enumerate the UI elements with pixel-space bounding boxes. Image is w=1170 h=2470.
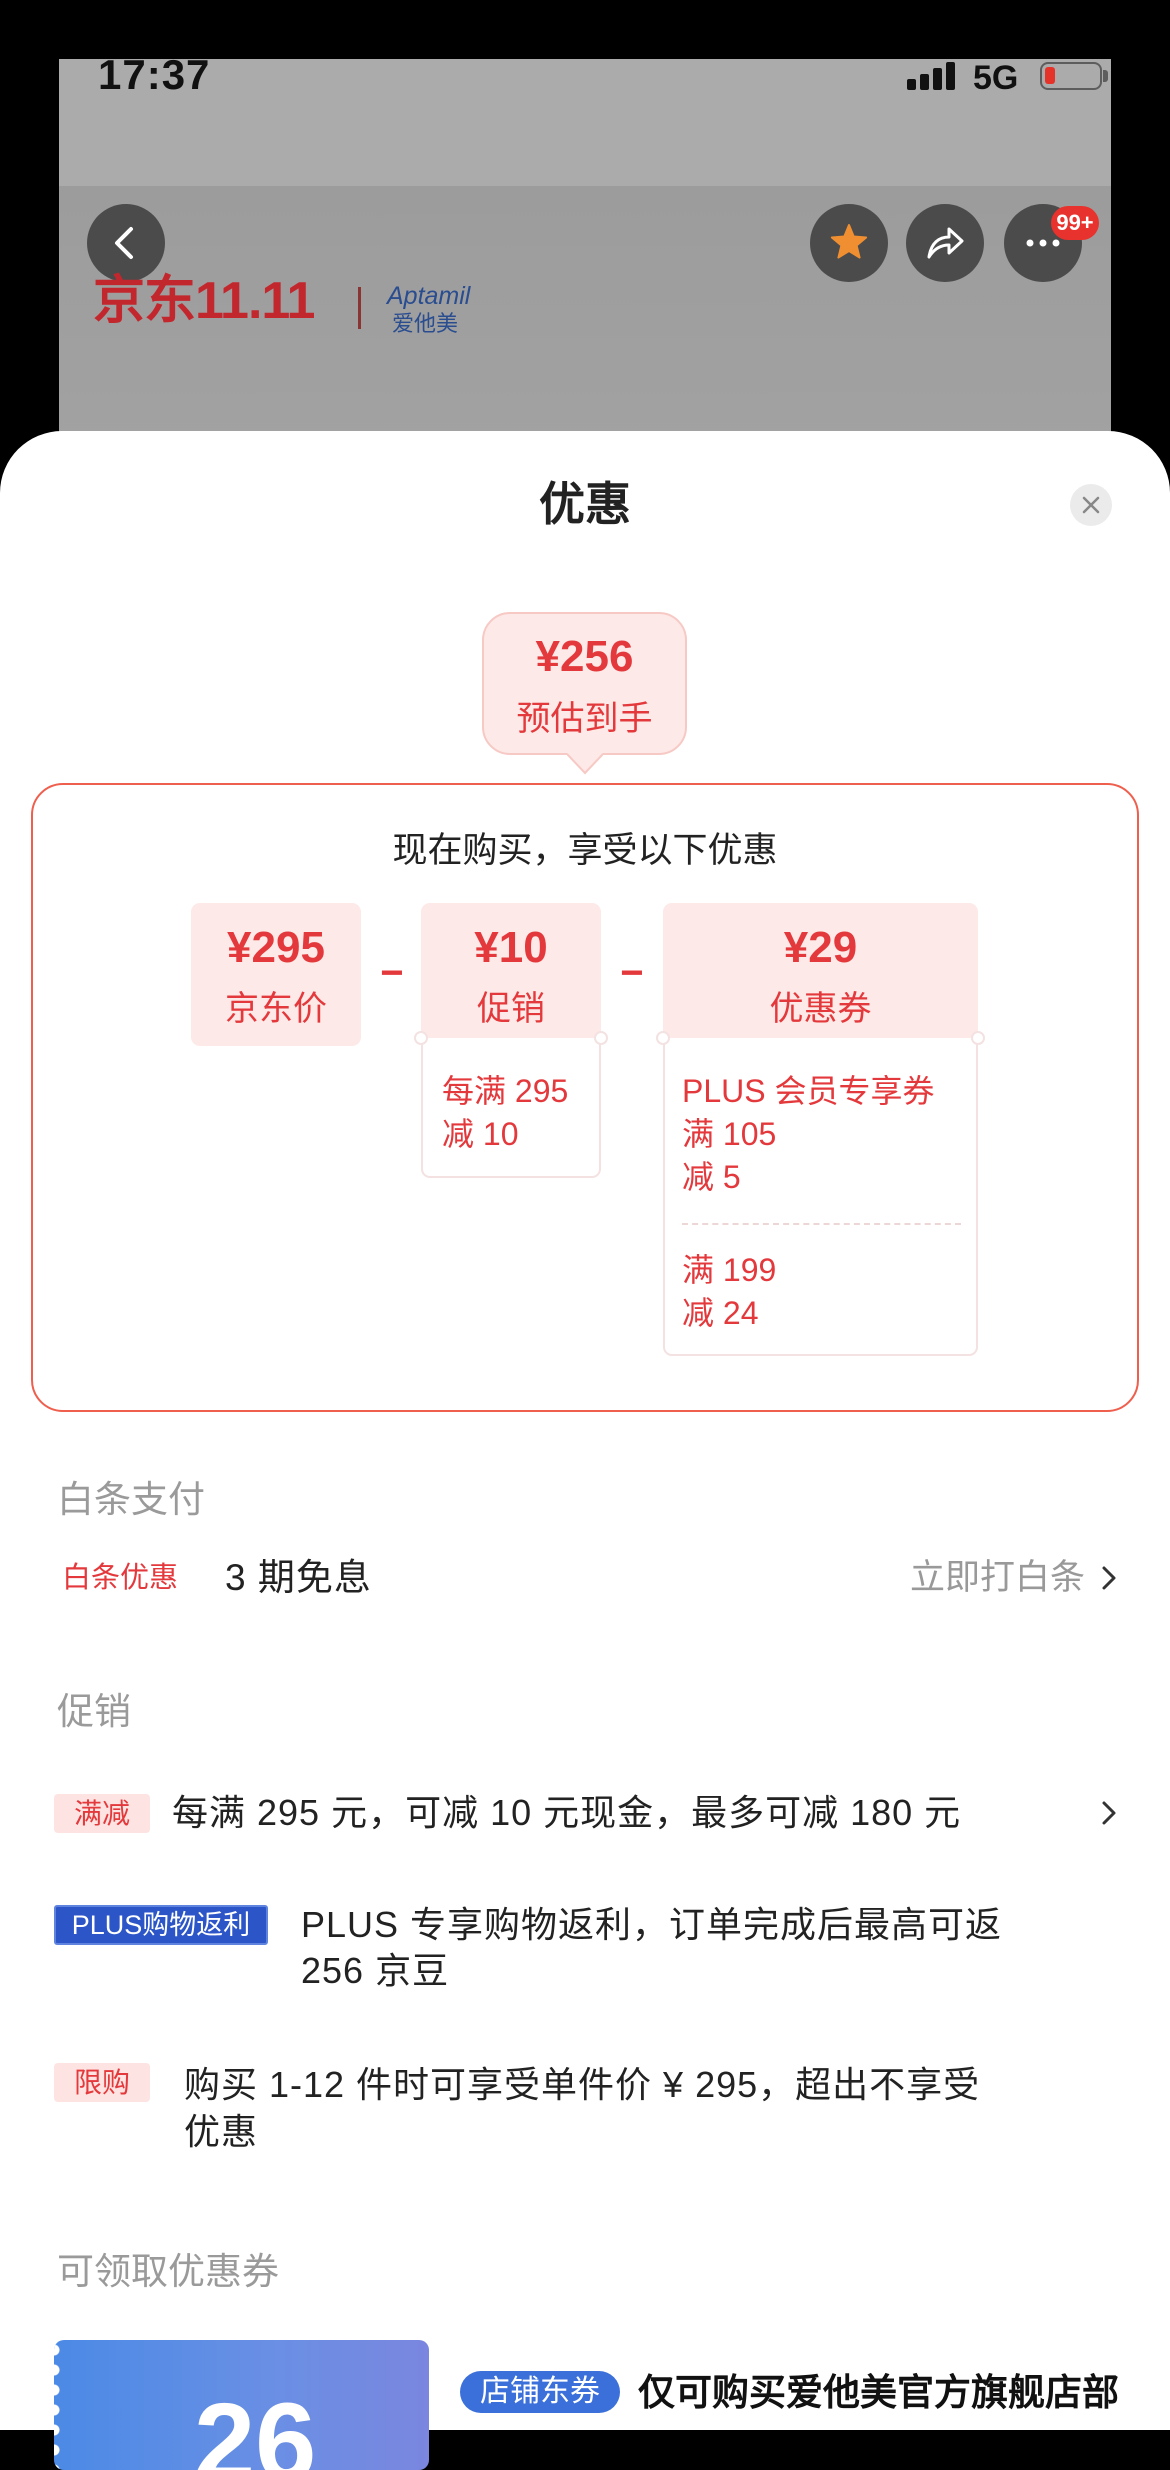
card-label: 京东价 xyxy=(225,990,327,1028)
favorite-button[interactable] xyxy=(810,204,888,282)
card-price: ¥29 xyxy=(783,923,858,972)
ticket-notch xyxy=(414,1031,428,1045)
chevron-left-icon xyxy=(115,227,133,259)
partner-logo-cn: 爱他美 xyxy=(392,311,459,336)
chevron-right-icon[interactable] xyxy=(1100,1799,1118,1827)
estimated-price: ¥256 xyxy=(535,632,634,681)
coupon-amount: 26 xyxy=(194,2381,317,2470)
coupon-description[interactable]: 仅可购买爱他美官方旗舰店部 xyxy=(638,2372,1119,2413)
card-price: ¥10 xyxy=(474,923,548,972)
detail-line: 每满 295 xyxy=(442,1073,569,1109)
card-label: 优惠券 xyxy=(769,990,872,1028)
share-icon xyxy=(927,227,964,259)
breakdown-title: 现在购买，享受以下优惠 xyxy=(392,831,778,870)
promo-text: PLUS 专享购物返利，订单完成后最高可返 xyxy=(301,1904,1003,1945)
promo-details: 每满 295 减 10 xyxy=(421,1038,601,1178)
bubble-pointer xyxy=(567,753,603,775)
battery-tip xyxy=(1103,70,1108,82)
back-button[interactable] xyxy=(87,204,165,282)
promo-tag: 满减 xyxy=(54,1794,150,1833)
more-icon xyxy=(1026,239,1060,247)
detail-line: 减 10 xyxy=(442,1116,519,1152)
status-time: 17:37 xyxy=(98,51,211,98)
signal-icon xyxy=(907,60,959,90)
section-title-promotions: 促销 xyxy=(57,1691,131,1732)
detail-line: 减 5 xyxy=(682,1159,741,1195)
promo-text: 购买 1-12 件时可享受单件价 ¥ 295，超出不享受 xyxy=(184,2064,981,2105)
coupon-card[interactable]: 26 xyxy=(54,2340,429,2470)
partner-logo-en: Aptamil xyxy=(387,282,471,310)
promo-text: 256 京豆 xyxy=(301,1950,450,1991)
close-icon xyxy=(1082,496,1100,514)
logo-divider xyxy=(358,287,361,329)
breakdown-box xyxy=(31,783,1139,1412)
section-title-baitiao: 白条支付 xyxy=(57,1479,205,1520)
ticket-notch xyxy=(594,1031,608,1045)
sheet-title: 优惠 xyxy=(539,478,631,530)
baitiao-tag: 白条优惠 xyxy=(62,1562,179,1594)
card-label: 促销 xyxy=(477,990,545,1028)
share-button[interactable] xyxy=(906,204,984,282)
promo-text: 优惠 xyxy=(184,2111,259,2152)
price-card-jd: ¥295 京东价 xyxy=(191,903,361,1046)
baitiao-action-link[interactable]: 立即打白条 xyxy=(909,1558,1085,1597)
section-title-coupons: 可领取优惠券 xyxy=(57,2251,279,2292)
estimated-price-label: 预估到手 xyxy=(516,700,653,738)
ticket-notch xyxy=(971,1031,985,1045)
message-badge: 99+ xyxy=(1051,206,1099,240)
card-price: ¥295 xyxy=(227,923,325,972)
detail-line: 减 24 xyxy=(682,1295,759,1331)
coupon-details: PLUS 会员专享券 满 105 减 5 满 199 减 24 xyxy=(663,1038,978,1356)
detail-line: PLUS 会员专享券 xyxy=(682,1073,935,1109)
detail-line: 满 105 xyxy=(682,1116,777,1152)
close-button[interactable] xyxy=(1070,484,1112,526)
star-icon xyxy=(830,224,868,259)
price-card-promo: ¥10 促销 xyxy=(421,903,601,1038)
ticket-notch xyxy=(656,1031,670,1045)
promo-tag: 限购 xyxy=(54,2063,150,2102)
network-type: 5G xyxy=(973,59,1019,97)
minus-sign: − xyxy=(380,951,404,995)
price-card-coupon: ¥29 优惠券 xyxy=(663,903,978,1038)
coupon-type-tag: 店铺东券 xyxy=(460,2371,620,2413)
baitiao-offer: 3 期免息 xyxy=(225,1557,372,1598)
promo-text[interactable]: 每满 295 元，可减 10 元现金，最多可减 180 元 xyxy=(172,1792,962,1833)
detail-line: 满 199 xyxy=(682,1252,777,1288)
chevron-right-icon[interactable] xyxy=(1100,1564,1118,1592)
coupon-divider xyxy=(682,1223,961,1225)
estimated-price-bubble: ¥256 预估到手 xyxy=(482,612,687,755)
brand-logo: 京东11.11 xyxy=(93,272,315,330)
battery-level xyxy=(1045,67,1055,84)
plus-rebate-tag: PLUS购物返利 xyxy=(54,1905,268,1945)
minus-sign: − xyxy=(620,951,644,995)
battery-icon xyxy=(1040,62,1102,90)
